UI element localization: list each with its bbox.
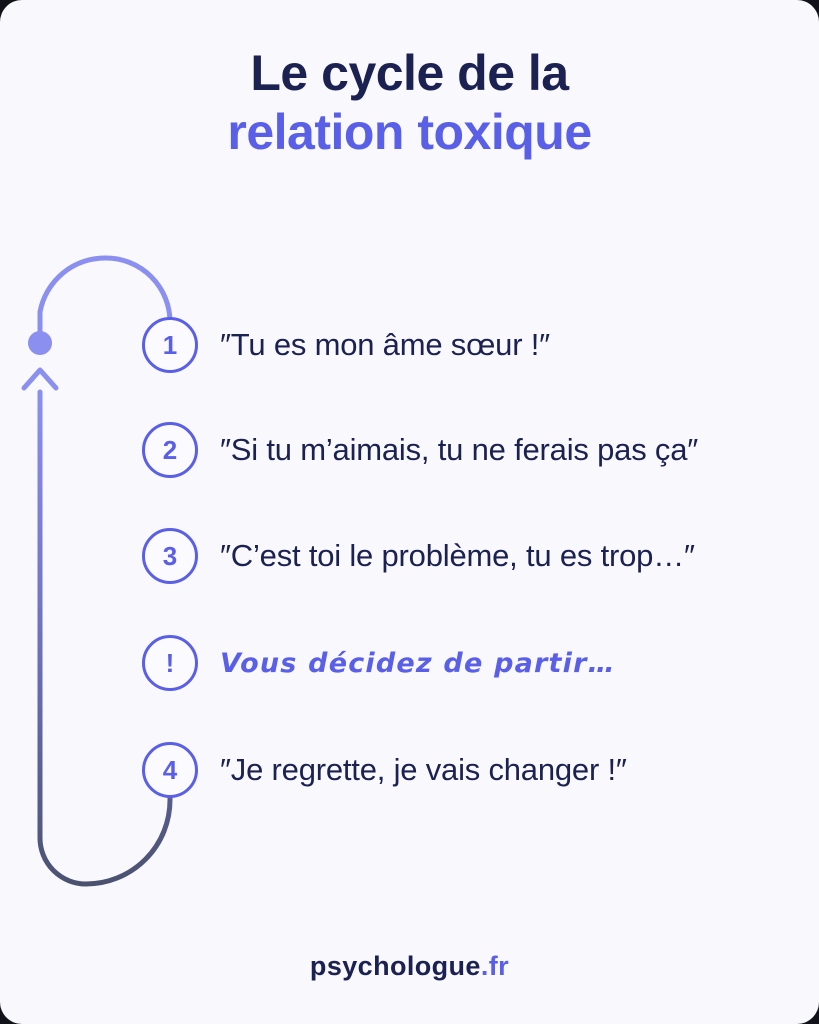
- step-label-2: ″Si tu m’aimais, tu ne ferais pas ça″: [220, 432, 699, 467]
- cycle-step-2[interactable]: 2 ″Si tu m’aimais, tu ne ferais pas ça″: [142, 422, 698, 478]
- step-marker-4: 4: [142, 742, 198, 798]
- page-title: Le cycle de la relation toxique: [0, 44, 819, 162]
- cycle-step-decision[interactable]: ! Vous décidez de partir…: [142, 635, 616, 691]
- step-label-4: ″Je regrette, je vais changer !″: [220, 752, 627, 787]
- title-line-primary: Le cycle de la: [250, 45, 569, 101]
- site-logo[interactable]: psychologue.fr: [0, 951, 819, 982]
- step-marker-3: 3: [142, 528, 198, 584]
- step-label-1: ″Tu es mon âme sœur !″: [220, 327, 550, 362]
- step-marker-2: 2: [142, 422, 198, 478]
- step-marker-1: 1: [142, 317, 198, 373]
- logo-tld: .fr: [480, 951, 510, 981]
- cycle-step-3[interactable]: 3 ″C’est toi le problème, tu es trop…″: [142, 528, 695, 584]
- logo-name: psychologue: [309, 951, 481, 981]
- step-label-decision: Vous décidez de partir…: [220, 647, 616, 679]
- step-label-3: ″C’est toi le problème, tu es trop…″: [220, 538, 695, 573]
- title-line-accent: relation toxique: [227, 104, 592, 160]
- step-marker-exclamation: !: [142, 635, 198, 691]
- cycle-step-1[interactable]: 1 ″Tu es mon âme sœur !″: [142, 317, 550, 373]
- cycle-step-4[interactable]: 4 ″Je regrette, je vais changer !″: [142, 742, 627, 798]
